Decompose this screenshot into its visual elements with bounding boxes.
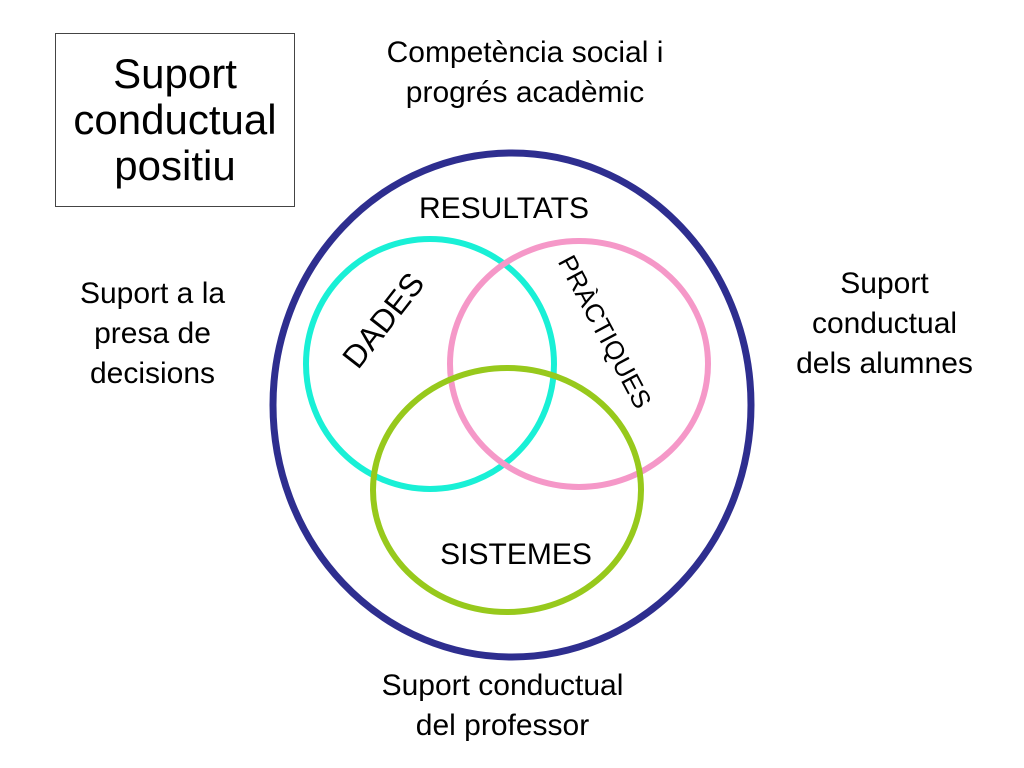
decision-support-line-3: decisions xyxy=(89,357,216,390)
title-line-3: positiu xyxy=(114,142,236,189)
data-ring xyxy=(303,236,557,492)
decision-support-line-2: presa de xyxy=(94,317,211,350)
practices-label: PRÀCTIQUES xyxy=(552,250,658,413)
student-support-label: Suport conductual dels alumnes xyxy=(772,264,997,384)
decision-support-line-1: Suport a la xyxy=(79,277,226,310)
outcomes-goal-line-1: Competència social i xyxy=(386,36,664,69)
title-line-2: conductual xyxy=(73,96,277,143)
practices-ring xyxy=(447,238,711,490)
student-support-line-1: Suport xyxy=(840,267,929,300)
outer-ring xyxy=(269,149,755,661)
systems-ring xyxy=(370,365,644,615)
outcomes-goal-line-2: progrés acadèmic xyxy=(405,76,645,109)
data-label: DADES xyxy=(335,266,431,375)
decision-support-label: Suport a la presa de decisions xyxy=(40,274,265,394)
student-support-line-2: conductual xyxy=(811,307,958,340)
systems-label: SISTEMES xyxy=(440,538,592,571)
outcomes-goal-label: Competència social i progrés acadèmic xyxy=(340,33,710,113)
teacher-support-line-1: Suport conductual xyxy=(381,669,624,702)
title-box: Suport conductual positiu xyxy=(55,33,295,207)
student-support-line-3: dels alumnes xyxy=(796,347,973,380)
teacher-support-label: Suport conductual del professor xyxy=(345,666,660,746)
outcomes-label: RESULTATS xyxy=(419,192,589,225)
title-line-1: Suport xyxy=(113,50,237,97)
teacher-support-line-2: del professor xyxy=(415,709,590,742)
